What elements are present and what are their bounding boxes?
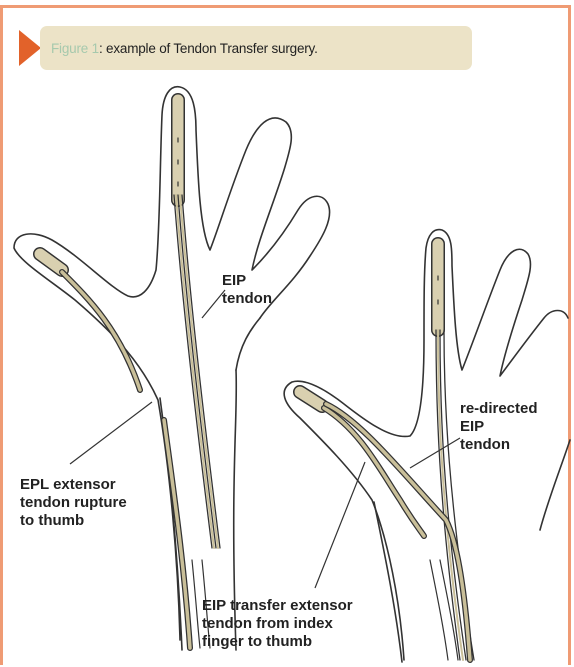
label-epl-rupture-line-1: EPL extensor — [20, 476, 127, 494]
label-eip-tendon: EIP tendon — [222, 272, 272, 308]
right-forearm-line-1 — [374, 502, 402, 662]
label-redirected-eip-line-3: tendon — [460, 436, 538, 454]
label-epl-rupture-line-3: to thumb — [20, 512, 127, 530]
label-eip-transfer-line-2: tendon from index — [202, 615, 353, 633]
epl-rupture-pointer — [70, 402, 152, 464]
label-redirected-eip: re-directed EIP tendon — [460, 400, 538, 454]
label-epl-rupture: EPL extensor tendon rupture to thumb — [20, 476, 127, 530]
label-eip-transfer: EIP transfer extensor tendon from index … — [202, 597, 353, 651]
label-redirected-eip-line-2: EIP — [460, 418, 538, 436]
label-eip-tendon-line-2: tendon — [222, 290, 272, 308]
redirected-eip-pointer — [410, 438, 460, 468]
eip-transfer-pointer — [315, 462, 365, 588]
label-eip-transfer-line-1: EIP transfer extensor — [202, 597, 353, 615]
label-redirected-eip-line-1: re-directed — [460, 400, 538, 418]
label-eip-transfer-line-3: finger to thumb — [202, 633, 353, 651]
left-palm-edge — [236, 318, 260, 370]
right-hand-edge — [540, 440, 570, 530]
label-epl-rupture-line-2: tendon rupture — [20, 494, 127, 512]
label-eip-tendon-line-1: EIP — [222, 272, 272, 290]
